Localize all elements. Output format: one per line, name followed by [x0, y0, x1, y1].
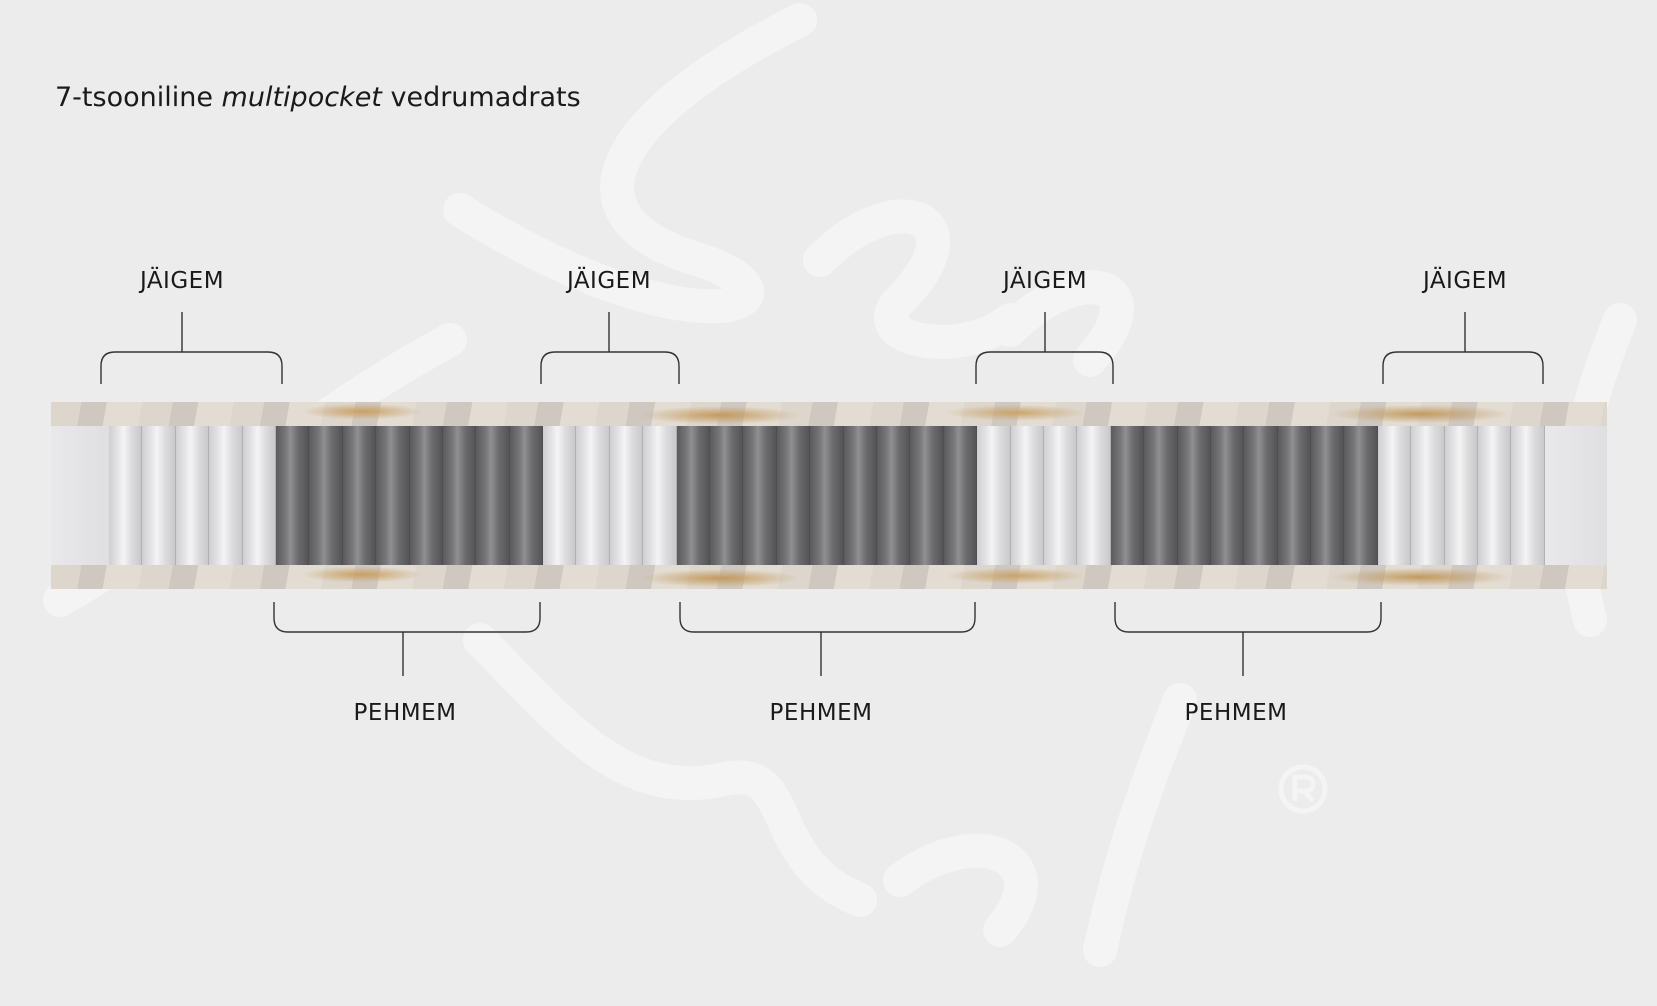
label-soft-1: PEHMEM	[353, 700, 457, 726]
spring-firm-zone-3	[643, 426, 677, 565]
bracket-soft-1	[273, 602, 541, 676]
spring-soft-zone-2	[409, 426, 443, 565]
spring-soft-zone-6	[1277, 426, 1312, 565]
pocket-springs	[109, 426, 1545, 565]
spring-soft-zone-4	[676, 426, 711, 565]
spring-soft-zone-4	[876, 426, 911, 565]
spring-soft-zone-6	[1244, 426, 1278, 565]
spring-soft-zone-4	[710, 426, 744, 565]
bracket-firm-1	[100, 312, 283, 384]
label-firm-2: JÄIGEM	[566, 268, 652, 294]
spring-soft-zone-4	[910, 426, 944, 565]
left-edge-foam	[51, 426, 109, 565]
spring-firm-zone-1	[109, 426, 143, 565]
spring-firm-zone-1	[175, 426, 210, 565]
spring-firm-zone-3	[543, 426, 577, 565]
page-title: 7-tsooniline multipocket vedrumadrats	[55, 82, 581, 113]
spring-firm-zone-3	[576, 426, 610, 565]
spring-soft-zone-6	[1210, 426, 1245, 565]
top-foam-layer	[51, 402, 1607, 426]
spring-soft-zone-6	[1110, 426, 1145, 565]
spring-soft-zone-6	[1177, 426, 1211, 565]
spring-soft-zone-4	[743, 426, 777, 565]
spring-soft-zone-4	[843, 426, 877, 565]
spring-soft-zone-2	[476, 426, 510, 565]
label-firm-3: JÄIGEM	[1002, 268, 1088, 294]
spring-firm-zone-7	[1377, 426, 1412, 565]
bracket-firm-4	[1382, 312, 1544, 384]
label-soft-3: PEHMEM	[1184, 700, 1288, 726]
label-firm-4: JÄIGEM	[1422, 268, 1508, 294]
bottom-foam-layer	[51, 565, 1607, 589]
spring-soft-zone-4	[776, 426, 811, 565]
spring-firm-zone-7	[1411, 426, 1445, 565]
spring-firm-zone-5	[1010, 426, 1044, 565]
title-suffix: vedrumadrats	[381, 82, 581, 113]
spring-soft-zone-6	[1144, 426, 1178, 565]
spring-firm-zone-1	[142, 426, 176, 565]
spring-soft-zone-4	[943, 426, 978, 565]
spring-firm-zone-3	[609, 426, 644, 565]
spring-firm-zone-5	[1077, 426, 1111, 565]
title-prefix: 7-tsooniline	[55, 82, 222, 113]
spring-firm-zone-1	[209, 426, 243, 565]
right-edge-foam	[1545, 426, 1607, 565]
spring-firm-zone-7	[1511, 426, 1545, 565]
bracket-firm-3	[975, 312, 1114, 384]
spring-soft-zone-2	[275, 426, 310, 565]
spring-soft-zone-2	[376, 426, 410, 565]
bracket-soft-2	[679, 602, 976, 676]
spring-soft-zone-2	[442, 426, 477, 565]
label-firm-1: JÄIGEM	[139, 268, 225, 294]
spring-firm-zone-5	[1043, 426, 1078, 565]
spring-soft-zone-6	[1311, 426, 1345, 565]
label-soft-2: PEHMEM	[769, 700, 873, 726]
spring-soft-zone-2	[309, 426, 343, 565]
bracket-soft-3	[1114, 602, 1382, 676]
spring-firm-zone-5	[977, 426, 1011, 565]
spring-soft-zone-6	[1344, 426, 1378, 565]
spring-firm-zone-7	[1478, 426, 1512, 565]
spring-firm-zone-7	[1444, 426, 1479, 565]
bracket-firm-2	[540, 312, 680, 384]
spring-firm-zone-1	[242, 426, 276, 565]
spring-soft-zone-2	[509, 426, 544, 565]
spring-soft-zone-2	[342, 426, 377, 565]
title-italic: multipocket	[221, 82, 382, 113]
spring-soft-zone-4	[810, 426, 844, 565]
mattress-cross-section	[51, 402, 1607, 589]
